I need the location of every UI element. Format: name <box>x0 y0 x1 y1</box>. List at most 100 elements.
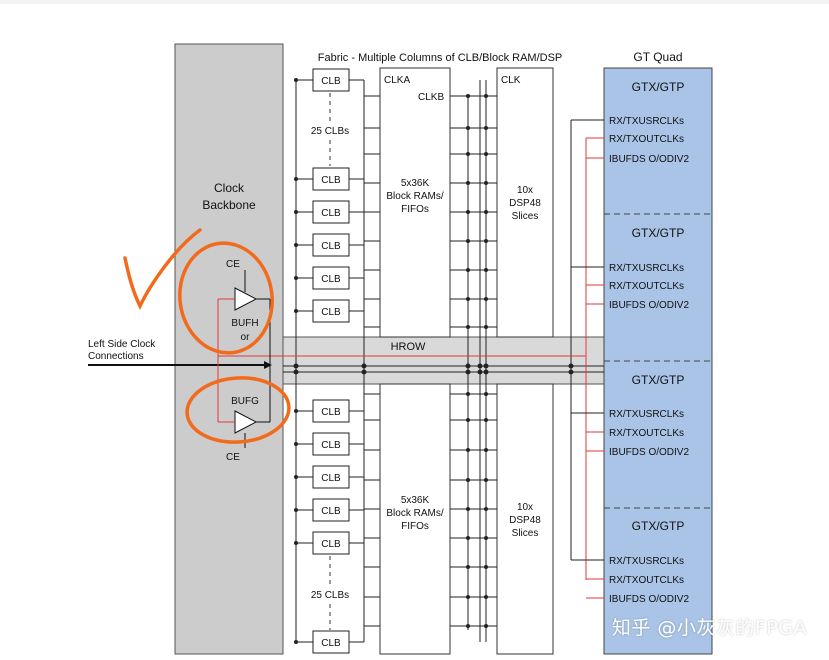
gt-block-3-title: GTX/GTP <box>632 373 685 387</box>
junction-dot <box>484 94 488 98</box>
bram-clka-label: CLKA <box>384 75 410 86</box>
left-side-arrowhead <box>264 361 272 369</box>
clb-label: CLB <box>321 76 341 87</box>
junction-dot <box>466 268 470 272</box>
clock-backbone <box>174 43 284 655</box>
junction-dot <box>484 210 488 214</box>
junction-dot <box>484 268 488 272</box>
junction-dot <box>466 448 470 452</box>
junction-dot <box>484 297 488 301</box>
junction-dot <box>466 624 470 628</box>
junction-dot <box>484 624 488 628</box>
junction-dot <box>466 392 470 396</box>
junction-dot <box>484 126 488 130</box>
circle-annotation-bufh <box>178 241 274 355</box>
dsp-top-label-2: DSP48 <box>509 198 541 209</box>
bram-clkb-label: CLKB <box>418 92 444 103</box>
or-label: or <box>241 332 251 343</box>
junction-dot <box>484 239 488 243</box>
junction-dot <box>466 126 470 130</box>
clb-label: CLB <box>321 638 341 649</box>
orange-annotation <box>123 228 291 444</box>
junction-dot <box>466 507 470 511</box>
clb-label: CLB <box>321 307 341 318</box>
junction-dot <box>484 565 488 569</box>
dsp-bottom-label-2: DSP48 <box>509 515 541 526</box>
junction-dot <box>466 536 470 540</box>
gt-block-1-title: GTX/GTP <box>632 80 685 94</box>
clb-label: CLB <box>321 274 341 285</box>
junction-dot <box>484 595 488 599</box>
junction-dot <box>466 152 470 156</box>
junction-dot <box>484 448 488 452</box>
gt-block-2-title: GTX/GTP <box>632 226 685 240</box>
clb-label: CLB <box>321 473 341 484</box>
clb-label: CLB <box>321 506 341 517</box>
gt-quad-title: GT Quad <box>633 50 682 64</box>
clb-label: CLB <box>321 407 341 418</box>
junction-dot <box>466 325 470 329</box>
top-border <box>0 0 829 4</box>
gt-usrclk-wires <box>571 119 604 561</box>
junction-dot <box>484 536 488 540</box>
bram-bottom-label-2: Block RAMs/ <box>386 508 443 519</box>
bram-top-label-2: Block RAMs/ <box>386 191 443 202</box>
bufh-label: BUFH <box>231 318 258 329</box>
clock-backbone-label-2: Backbone <box>202 198 256 212</box>
junction-dot <box>484 478 488 482</box>
left-side-label-1: Left Side Clock <box>88 339 156 350</box>
junction-dot <box>484 392 488 396</box>
clb-label: CLB <box>321 440 341 451</box>
bram-top-label-1: 5x36K <box>401 178 430 189</box>
bram-column-bottom <box>379 383 451 655</box>
junction-dot <box>466 181 470 185</box>
junction-dot <box>484 418 488 422</box>
clb-label: CLB <box>321 208 341 219</box>
hrow-bar <box>282 336 605 385</box>
dsp-top-label-3: Slices <box>512 211 539 222</box>
junction-dot <box>484 181 488 185</box>
hrow-clock-lines <box>283 365 604 373</box>
clb-label: CLB <box>321 539 341 550</box>
gt-block-4-ibufds: IBUFDS O/ODIV2 <box>609 594 689 605</box>
ce-bottom-label: CE <box>226 452 240 463</box>
dsp-bottom-label-3: Slices <box>512 528 539 539</box>
gt-block-4-outclk: RX/TXOUTCLKs <box>609 575 684 586</box>
gt-block-1-outclk: RX/TXOUTCLKs <box>609 134 684 145</box>
hrow-label: HROW <box>391 341 426 353</box>
junction-dot <box>484 325 488 329</box>
ce-top-label: CE <box>226 259 240 270</box>
junction-dot <box>466 297 470 301</box>
gt-block-1-usrclk: RX/TXUSRCLKs <box>609 116 684 127</box>
dsp-clk-label: CLK <box>501 75 521 86</box>
gt-block-4-title: GTX/GTP <box>632 519 685 533</box>
watermark: 知乎 @小灰灰的FPGA <box>611 617 807 639</box>
clb-count-top: 25 CLBs <box>311 126 349 137</box>
dsp-top-label-1: 10x <box>517 185 533 196</box>
gt-block-3-ibufds: IBUFDS O/ODIV2 <box>609 447 689 458</box>
gt-block-2-outclk: RX/TXOUTCLKs <box>609 281 684 292</box>
gt-block-2-ibufds: IBUFDS O/ODIV2 <box>609 300 689 311</box>
fabric-title: Fabric - Multiple Columns of CLB/Block R… <box>318 52 563 64</box>
junction-dot <box>466 94 470 98</box>
junction-dot <box>466 210 470 214</box>
clb-count-bottom: 25 CLBs <box>311 590 349 601</box>
junction-dot <box>466 595 470 599</box>
dsp-column-bottom <box>496 383 554 655</box>
gt-block-3-outclk: RX/TXOUTCLKs <box>609 428 684 439</box>
junction-dot <box>466 418 470 422</box>
gt-red-wires <box>585 137 604 599</box>
dsp-column-top <box>496 67 554 338</box>
spine-taps <box>293 94 574 628</box>
bram-column-top <box>379 67 451 338</box>
gt-block-3-usrclk: RX/TXUSRCLKs <box>609 409 684 420</box>
bram-bottom-label-3: FIFOs <box>401 521 429 532</box>
junction-dot <box>466 565 470 569</box>
junction-dot <box>466 478 470 482</box>
dsp-bottom-label-1: 10x <box>517 502 533 513</box>
gt-block-2-usrclk: RX/TXUSRCLKs <box>609 263 684 274</box>
circle-annotation-bufg <box>185 376 291 444</box>
clb-label: CLB <box>321 175 341 186</box>
clb-label: CLB <box>321 241 341 252</box>
